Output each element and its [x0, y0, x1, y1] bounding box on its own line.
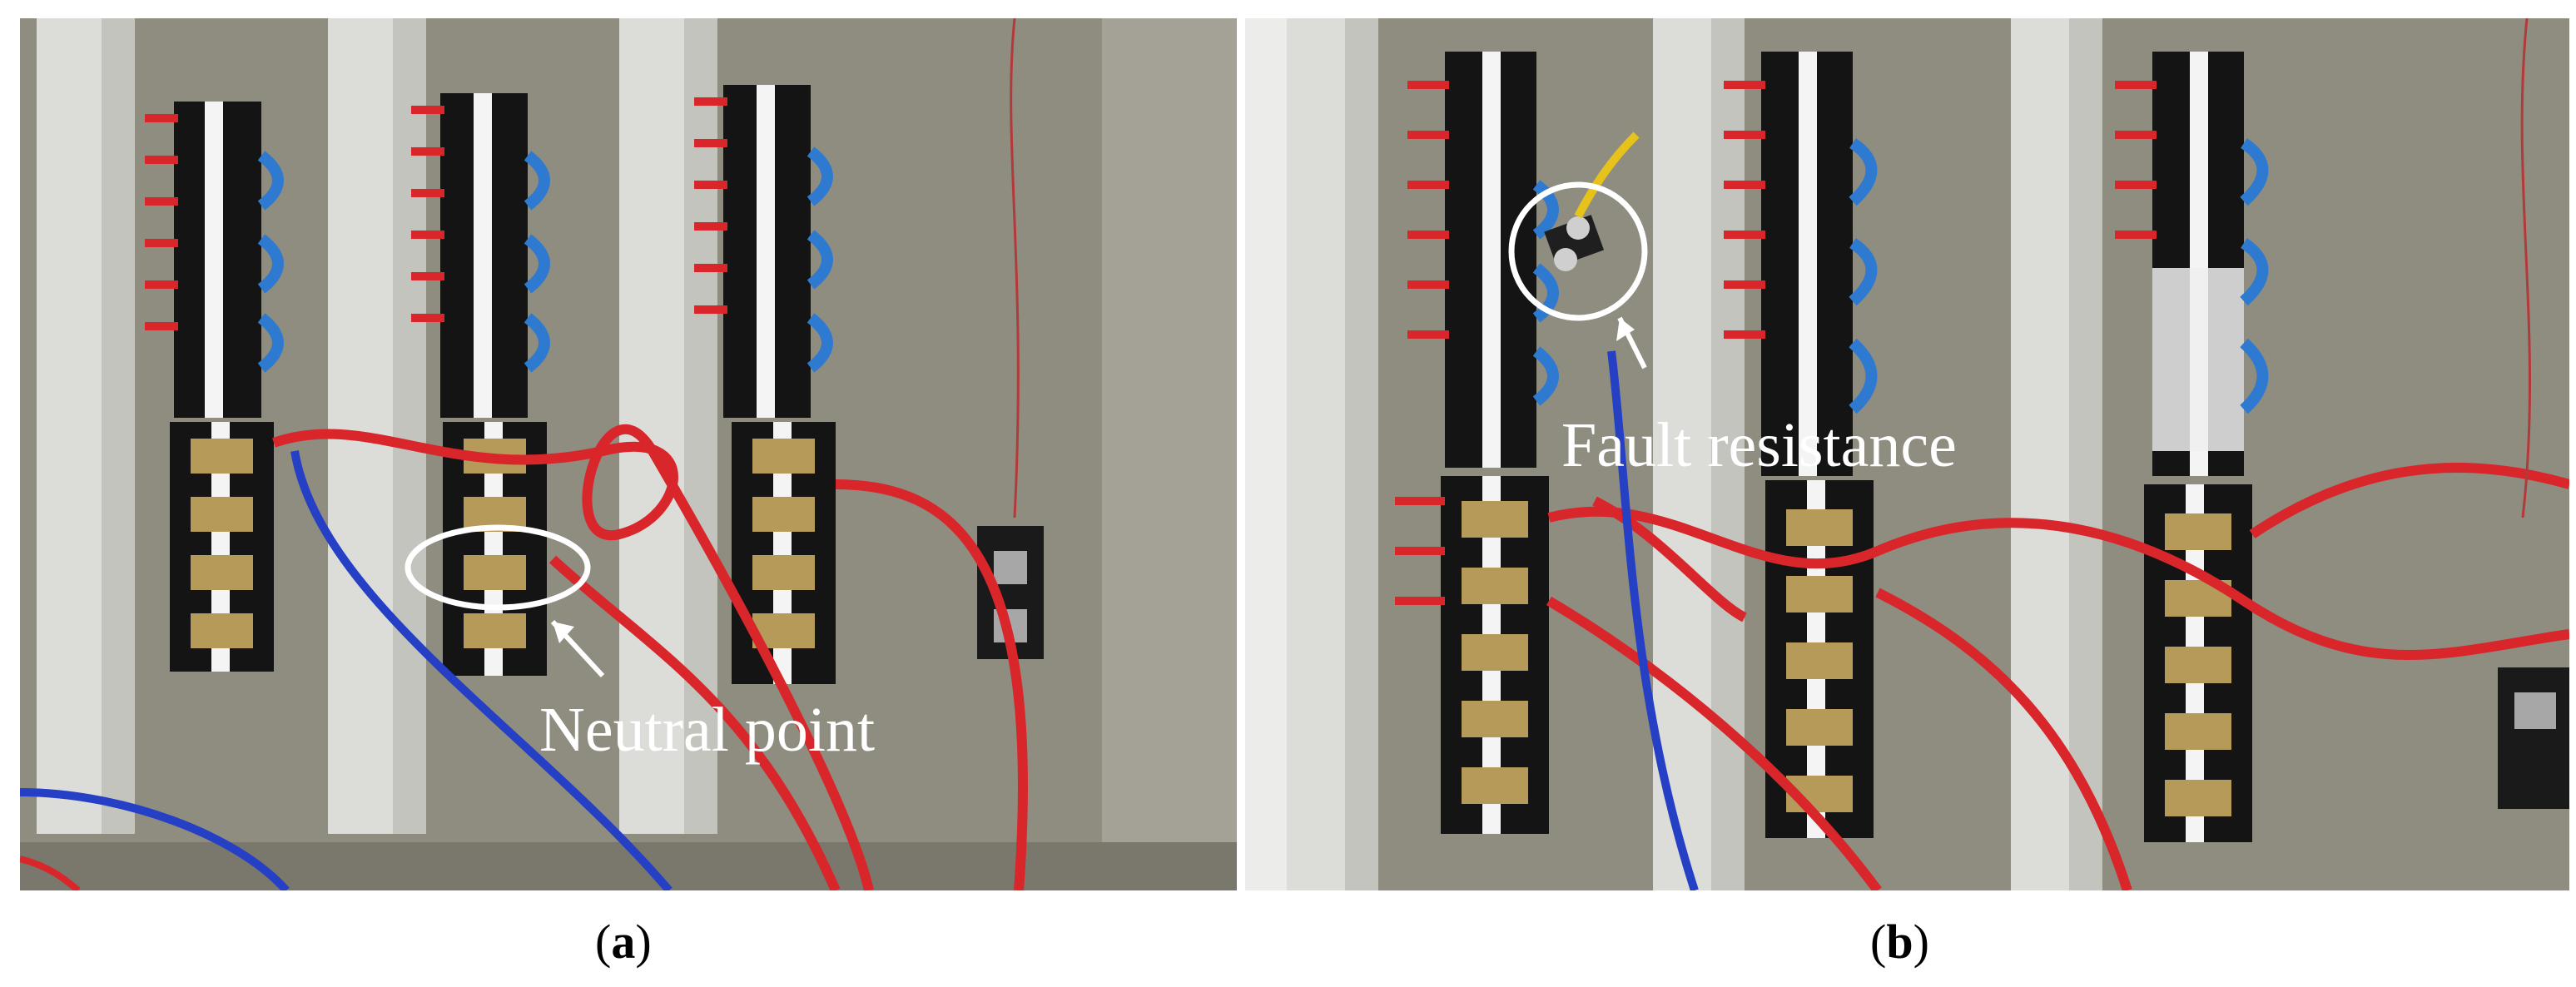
blue-cables-b	[1607, 350, 1699, 890]
cable-duct-1	[1287, 18, 1378, 890]
terminal-strip-top-3	[723, 85, 811, 418]
red-cables-a	[272, 424, 1028, 890]
twisted-pair-wire-b	[2520, 18, 2531, 518]
neutral-point-arrowhead	[553, 622, 574, 643]
caption-letter-b: b	[1886, 915, 1913, 969]
cabinet-photo-a: Neutral point	[20, 18, 1237, 890]
photo-panel-a: Neutral point	[20, 18, 1237, 890]
terminal-strip-bottom-1	[170, 422, 274, 672]
blue-jumpers-b	[1532, 138, 2269, 414]
neutral-point-label: Neutral point	[539, 695, 875, 765]
terminal-strip-top-1	[1445, 52, 1536, 468]
terminal-strip-top-3	[2152, 52, 2244, 476]
cable-duct-2	[328, 18, 426, 834]
neutral-point-circle	[405, 524, 591, 611]
small-red-wire-a	[20, 856, 81, 890]
red-wire-stubs-b	[1395, 81, 2157, 605]
caption-a: (a)	[595, 915, 652, 969]
cable-duct-1	[37, 18, 135, 834]
blue-jumpers-a	[257, 146, 833, 373]
caption-letter-a: a	[611, 915, 636, 969]
terminal-strip-bottom-1	[1441, 476, 1549, 834]
twisted-pair-wire-a	[1010, 18, 1020, 518]
panel-divider	[1238, 18, 1243, 890]
fault-resistance-arrowhead	[1616, 318, 1635, 341]
fault-resistance-circle	[1508, 181, 1648, 321]
cabinet-edge	[1245, 18, 1287, 890]
cabinet-side-wall	[1102, 18, 1237, 890]
cabinet-photo-b: Fault resistance	[1245, 18, 2569, 890]
relay-module	[2498, 667, 2569, 809]
terminal-strip-top-1	[174, 102, 261, 418]
cable-duct-2	[1653, 18, 1745, 890]
red-wire-stubs-a	[145, 97, 727, 330]
fault-resistance-label: Fault resistance	[1561, 410, 1957, 480]
terminal-strip-bottom-2	[443, 422, 547, 676]
red-cables-b	[1546, 463, 2569, 890]
cable-duct-3	[2011, 18, 2102, 890]
fault-resistor	[1544, 131, 1640, 271]
photo-panel-b: Fault resistance	[1245, 18, 2569, 890]
terminal-strip-bottom-3	[2144, 484, 2252, 842]
terminal-strip-top-2	[1761, 52, 1853, 476]
caption-b: (b)	[1870, 915, 1929, 969]
terminal-strip-top-2	[440, 93, 528, 418]
blue-cables-a	[20, 450, 673, 890]
terminal-strip-bottom-3	[732, 422, 836, 684]
